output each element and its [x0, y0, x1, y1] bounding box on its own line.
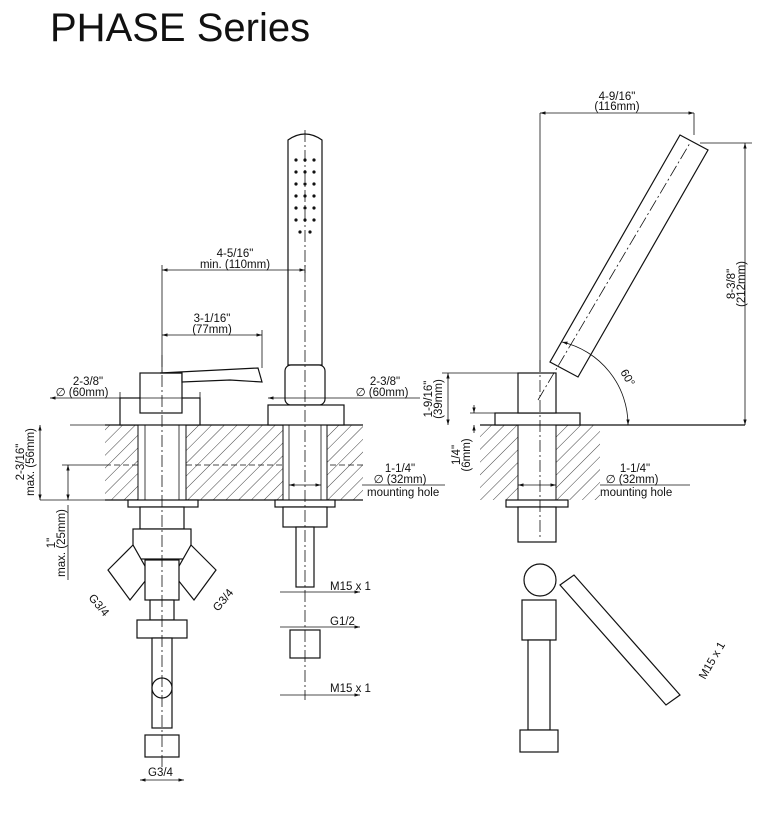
body-height-imperial: 1-9/16" — [423, 381, 435, 418]
below-deck-imperial: 1" — [46, 538, 58, 548]
thread-labels: G3/4 G3/4 G3/4 M15 x 1 G1/2 M15 x 1 M15 … — [86, 581, 728, 779]
plate-imperial: 1/4" — [451, 445, 463, 465]
base-right-metric: ∅ (60mm) — [356, 387, 409, 399]
thread-g34-right: G3/4 — [211, 587, 237, 614]
hand-shower-side — [494, 134, 709, 540]
hole-side-imperial: 1-1/4" — [620, 463, 650, 475]
thread-m15-lower: M15 x 1 — [330, 683, 371, 695]
side-width-metric: (116mm) — [594, 101, 639, 113]
thread-g12: G1/2 — [330, 616, 355, 628]
total-height-metric: (212mm) — [736, 261, 748, 307]
hole-front-label: mounting hole — [367, 487, 439, 499]
base-left-metric: ∅ (60mm) — [56, 387, 109, 399]
plate-metric: (6mm) — [461, 438, 473, 471]
spout-reach-metric: min. (110mm) — [200, 259, 270, 271]
spout-reach-imperial: 4-5/16" — [217, 248, 254, 260]
hole-front-metric: ∅ (32mm) — [374, 474, 427, 486]
dimension-lines — [38, 111, 752, 782]
body-height-metric: (39mm) — [433, 379, 445, 419]
side-countertop — [480, 424, 745, 753]
thread-m15-upper: M15 x 1 — [330, 581, 371, 593]
hole-side-label: mounting hole — [600, 487, 672, 499]
side-width-imperial: 4-9/16" — [599, 91, 636, 103]
thread-g34-bottom: G3/4 — [148, 767, 174, 779]
hole-front-imperial: 1-1/4" — [385, 463, 415, 475]
hole-side-metric: ∅ (32mm) — [606, 474, 659, 486]
base-right-imperial: 2-3/8" — [370, 376, 400, 388]
page-title: PHASE Series — [50, 6, 311, 50]
thread-m15-side: M15 x 1 — [697, 640, 728, 681]
dimension-labels: 4-9/16" (116mm) 4-5/16" min. (110mm) 3-1… — [15, 91, 748, 577]
total-height-imperial: 8-3/8" — [726, 269, 738, 299]
front-countertop — [105, 424, 363, 501]
angle-label: 60° — [617, 368, 636, 389]
thread-g34-left: G3/4 — [86, 592, 112, 619]
deck-max-imperial: 2-3/16" — [15, 444, 27, 481]
lever-mixer — [107, 355, 263, 770]
below-deck-metric: max. (25mm) — [56, 509, 68, 577]
deck-max-metric: max. (56mm) — [25, 428, 37, 496]
hand-shower-front — [267, 130, 345, 700]
lever-length-metric: (77mm) — [192, 324, 232, 336]
lever-length-imperial: 3-1/16" — [194, 313, 231, 325]
base-left-imperial: 2-3/8" — [73, 376, 103, 388]
